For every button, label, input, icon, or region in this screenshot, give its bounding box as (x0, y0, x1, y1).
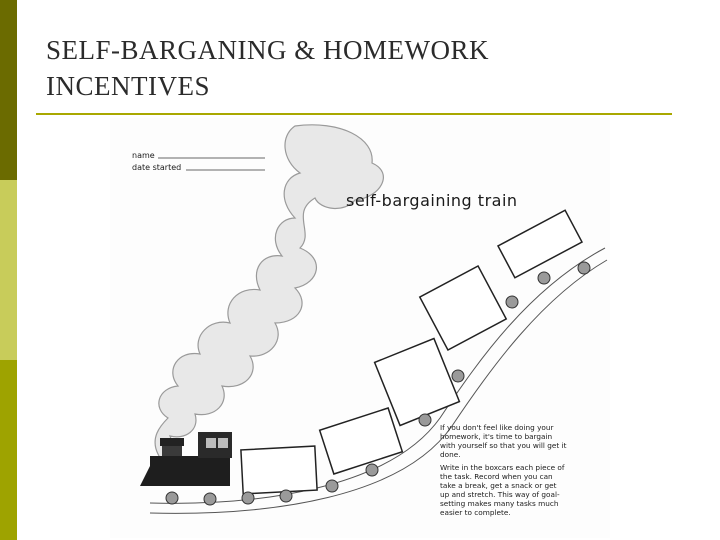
title-line-1: SELF-BARGANING & HOMEWORK (46, 35, 489, 65)
instruction-line: the task. Record when you can (440, 472, 553, 481)
boxcar-1 (241, 446, 317, 494)
instruction-line: with yourself so that you will get it (440, 441, 567, 450)
wheel (452, 370, 464, 382)
wheel (419, 414, 431, 426)
wheel (506, 296, 518, 308)
sidebar-band-middle (0, 180, 17, 360)
instruction-line: homework, it's time to bargain (440, 432, 552, 441)
slide-title: SELF-BARGANING & HOMEWORK INCENTIVES (46, 32, 686, 104)
date-label: date started (132, 163, 181, 172)
wheel (366, 464, 378, 476)
title-underline (36, 113, 672, 115)
instruction-line: easier to complete. (440, 508, 511, 517)
sidebar-band-bottom (0, 360, 17, 540)
worksheet-image: name date started self-bargaining train (110, 118, 610, 538)
sidebar-band-top (0, 0, 17, 180)
instruction-line: done. (440, 450, 461, 459)
wheel (204, 493, 216, 505)
worksheet-svg: name date started self-bargaining train (110, 118, 610, 538)
name-label: name (132, 151, 155, 160)
wheel (280, 490, 292, 502)
instructions-block: If you don't feel like doing your homewo… (440, 423, 567, 517)
wheel (538, 272, 550, 284)
worksheet-heading: self-bargaining train (346, 191, 518, 210)
instruction-line: Write in the boxcars each piece of (440, 463, 565, 472)
instruction-line: setting makes many tasks much (440, 499, 558, 508)
wheel (326, 480, 338, 492)
instruction-line: If you don't feel like doing your (440, 423, 554, 432)
wheel (166, 492, 178, 504)
wheel (242, 492, 254, 504)
instruction-line: take a break, get a snack or get (440, 481, 557, 490)
wheel (578, 262, 590, 274)
title-line-2: INCENTIVES (46, 71, 210, 101)
instruction-line: up and stretch. This way of goal- (440, 490, 560, 499)
